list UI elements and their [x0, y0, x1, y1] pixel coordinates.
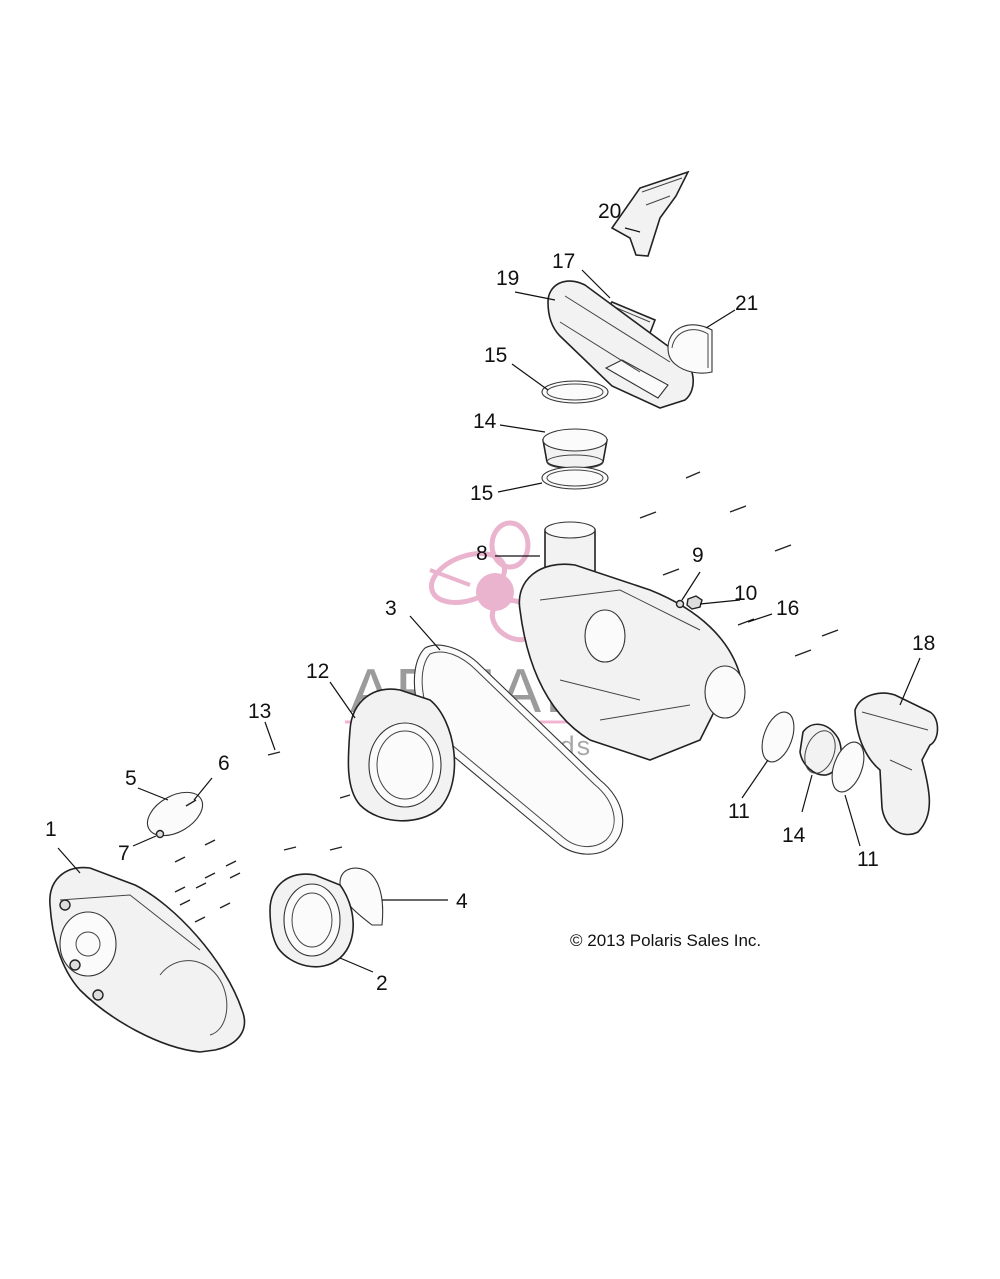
callout-4: 4 — [456, 890, 468, 913]
callout-5: 5 — [125, 767, 137, 790]
callout-8: 8 — [476, 542, 488, 565]
part-6-screw — [185, 799, 197, 807]
bolt-group-upper — [639, 471, 839, 657]
part-14-coupler-upper — [542, 428, 608, 470]
callout-14-upper: 14 — [473, 410, 497, 433]
callout-21: 21 — [735, 292, 758, 315]
part-11-clamp-left — [761, 711, 795, 763]
part-19-intake-duct — [547, 280, 694, 409]
callout-13: 13 — [248, 700, 271, 723]
part-12-air-duct — [347, 688, 456, 822]
part-8-inner-cover — [518, 521, 746, 761]
callout-10: 10 — [734, 582, 757, 605]
callout-11-right: 11 — [857, 848, 879, 871]
callout-12: 12 — [306, 660, 329, 683]
callout-16: 16 — [776, 597, 799, 620]
part-21-gasket — [667, 324, 713, 374]
copyright-notice: © 2013 Polaris Sales Inc. — [570, 931, 761, 950]
bolt-group-left — [174, 839, 241, 923]
part-20-duct-outlet — [610, 170, 690, 257]
part-10-nut — [686, 595, 703, 610]
callout-labels: 20 17 19 21 15 14 15 8 9 10 16 18 3 12 1… — [45, 200, 935, 995]
part-18-exhaust-duct — [854, 692, 939, 836]
callout-6: 6 — [218, 752, 230, 775]
part-9-washer — [675, 599, 685, 609]
callout-1: 1 — [45, 818, 57, 841]
callout-2: 2 — [376, 972, 388, 995]
callout-3: 3 — [385, 597, 397, 620]
part-2-inlet-ring — [269, 873, 354, 968]
callout-9: 9 — [692, 544, 704, 567]
callout-17: 17 — [552, 250, 575, 273]
bolt-group-middle — [267, 751, 351, 851]
leader-lines — [57, 227, 921, 973]
part-14-coupler-right — [799, 723, 842, 776]
callout-15-upper: 15 — [484, 344, 507, 367]
callout-18: 18 — [912, 632, 935, 655]
callout-11-left: 11 — [728, 800, 750, 823]
part-15-clamp-lower — [541, 466, 609, 490]
callout-15-lower: 15 — [470, 482, 493, 505]
callout-19: 19 — [496, 267, 519, 290]
callout-14-right: 14 — [782, 824, 806, 847]
callout-20: 20 — [598, 200, 621, 223]
part-5-cap — [146, 791, 204, 837]
part-11-clamp-right — [831, 741, 865, 793]
part-15-clamp-upper — [541, 380, 609, 404]
part-7-washer — [155, 829, 165, 839]
part-1-outer-cover — [49, 866, 246, 1053]
callout-7: 7 — [118, 842, 130, 865]
